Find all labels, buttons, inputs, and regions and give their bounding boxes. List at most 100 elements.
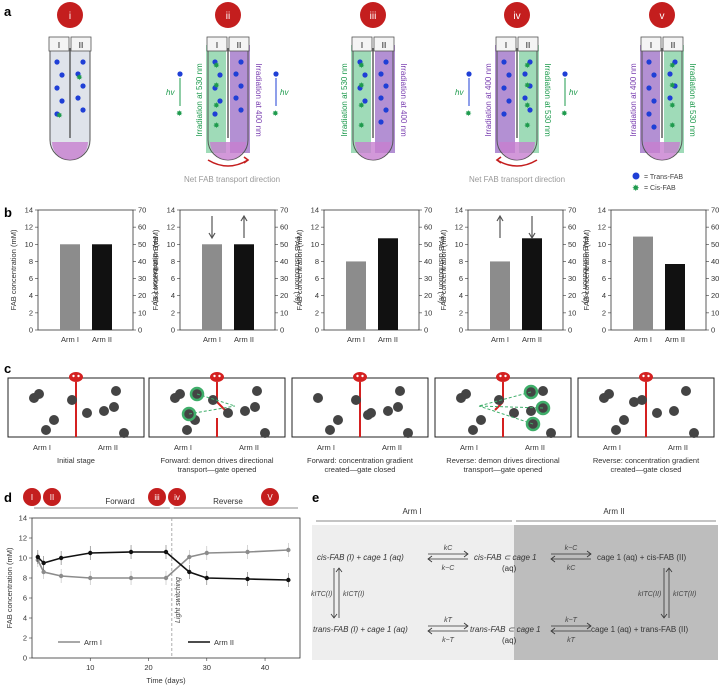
molecule-dot bbox=[611, 425, 621, 435]
panel-label-c: c bbox=[4, 361, 11, 376]
trans-molecule bbox=[75, 95, 81, 101]
cage-pool bbox=[644, 142, 680, 160]
molecule-dot bbox=[546, 428, 556, 438]
reaction-cis-right: cage 1 (aq) + cis-FAB (II) bbox=[597, 553, 686, 562]
bar-arm2 bbox=[92, 244, 112, 330]
bar-arm1 bbox=[202, 244, 222, 330]
step-badge bbox=[649, 2, 675, 28]
bar-arm2 bbox=[665, 264, 685, 330]
tube-cap bbox=[206, 36, 228, 52]
cis-molecule: ✸ bbox=[358, 81, 365, 90]
trans-molecule bbox=[527, 83, 533, 89]
legend-trans-label: = Trans-FAB bbox=[644, 174, 683, 181]
flux-arrowhead bbox=[528, 232, 536, 240]
cis-molecule: ✸ bbox=[561, 109, 568, 118]
trans-molecule bbox=[501, 85, 507, 91]
arm-caption: Arm II bbox=[525, 443, 545, 452]
trans-molecule bbox=[651, 98, 657, 104]
arm-label: I bbox=[650, 41, 652, 50]
y2-tick-label: 30 bbox=[280, 274, 288, 283]
panel-caption: created—gate closed bbox=[611, 465, 682, 474]
y-tick-label: 14 bbox=[25, 206, 33, 215]
molecule-dot bbox=[538, 386, 548, 396]
forward-label: Forward bbox=[105, 497, 134, 506]
x-tick-label: 10 bbox=[86, 663, 94, 672]
y2-tick-label: 0 bbox=[424, 326, 428, 335]
arm2-fit-line bbox=[37, 551, 289, 581]
cis-molecule: ✸ bbox=[669, 121, 676, 130]
y2-tick-label: 50 bbox=[424, 240, 432, 249]
x-category-label: Arm I bbox=[634, 335, 652, 344]
cis-molecule: ✸ bbox=[358, 121, 365, 130]
molecule-dot bbox=[175, 389, 185, 399]
molecule-dot bbox=[604, 389, 614, 399]
y2-tick-label: 0 bbox=[711, 326, 715, 335]
trans-molecule bbox=[238, 107, 244, 113]
trans-molecule bbox=[212, 111, 218, 117]
trans-molecule bbox=[667, 71, 673, 77]
x-category-label: Arm II bbox=[522, 335, 542, 344]
y-tick-label: 2 bbox=[315, 308, 319, 317]
y-tick-label: 4 bbox=[171, 291, 175, 300]
arm2-point bbox=[204, 575, 209, 581]
cis-molecule: ✸ bbox=[358, 101, 365, 110]
reaction-trans-complex-aq: (aq) bbox=[502, 636, 517, 645]
arm-label: II bbox=[526, 41, 530, 50]
arm2-point bbox=[187, 569, 192, 575]
trans-molecule bbox=[522, 71, 528, 77]
arm1-point bbox=[204, 550, 209, 556]
panel-caption: created—gate closed bbox=[325, 465, 396, 474]
hv-label: hv bbox=[455, 88, 464, 97]
x-category-label: Arm I bbox=[347, 335, 365, 344]
arm-label: II bbox=[237, 41, 241, 50]
y-axis-label: FAB concentration (mM) bbox=[5, 547, 14, 628]
molecule-dot bbox=[461, 389, 471, 399]
y2-tick-label: 60 bbox=[138, 223, 146, 232]
molecule-dot bbox=[363, 410, 373, 420]
y-tick-label: 8 bbox=[171, 257, 175, 266]
arm1-fit-line bbox=[37, 549, 289, 579]
demon-icon bbox=[639, 372, 653, 382]
y2-tick-label: 40 bbox=[280, 257, 288, 266]
y2-tick-label: 40 bbox=[424, 257, 432, 266]
trans-molecule bbox=[357, 59, 363, 65]
arm-caption: Arm I bbox=[460, 443, 478, 452]
trans-molecule bbox=[75, 71, 81, 77]
y-tick-label: 10 bbox=[25, 240, 33, 249]
tube-cap bbox=[228, 36, 250, 52]
cis-molecule: ✸ bbox=[213, 121, 220, 130]
transport-arrowhead bbox=[243, 156, 250, 164]
transport-path bbox=[478, 405, 544, 409]
demon-icon bbox=[353, 372, 367, 382]
bar-arm1 bbox=[346, 261, 366, 330]
bar-arm2 bbox=[522, 238, 542, 330]
panel-caption: Initial stage bbox=[57, 456, 95, 465]
y-tick-label: 10 bbox=[19, 554, 27, 563]
arm2-point bbox=[35, 554, 41, 560]
transport-arrow bbox=[496, 159, 538, 167]
trans-molecule bbox=[80, 59, 86, 65]
panel-caption: transport—gate opened bbox=[178, 465, 257, 474]
molecule-dot bbox=[182, 425, 192, 435]
molecule-dot bbox=[252, 386, 262, 396]
molecule-dot bbox=[333, 415, 343, 425]
time-badge bbox=[261, 488, 279, 506]
y2-tick-label: 20 bbox=[280, 291, 288, 300]
cis-molecule: ✸ bbox=[524, 81, 531, 90]
flux-arrowhead bbox=[208, 232, 216, 240]
arm-caption: Arm I bbox=[174, 443, 192, 452]
trans-molecule bbox=[362, 98, 368, 104]
y-tick-label: 2 bbox=[459, 308, 463, 317]
x-category-label: Arm I bbox=[491, 335, 509, 344]
rate-kc-2: kC bbox=[567, 565, 577, 572]
bar-arm1 bbox=[60, 244, 80, 330]
molecule-dot bbox=[99, 406, 109, 416]
x-category-label: Arm II bbox=[234, 335, 254, 344]
tube-cap bbox=[495, 36, 517, 52]
trans-dot-icon bbox=[632, 172, 640, 180]
molecule-dot bbox=[119, 428, 129, 438]
molecule-dot bbox=[652, 408, 662, 418]
trans-molecule bbox=[177, 71, 183, 77]
legend-trans: = Trans-FAB bbox=[632, 172, 683, 181]
net-transport-label-2: Net FAB transport direction bbox=[469, 175, 565, 184]
